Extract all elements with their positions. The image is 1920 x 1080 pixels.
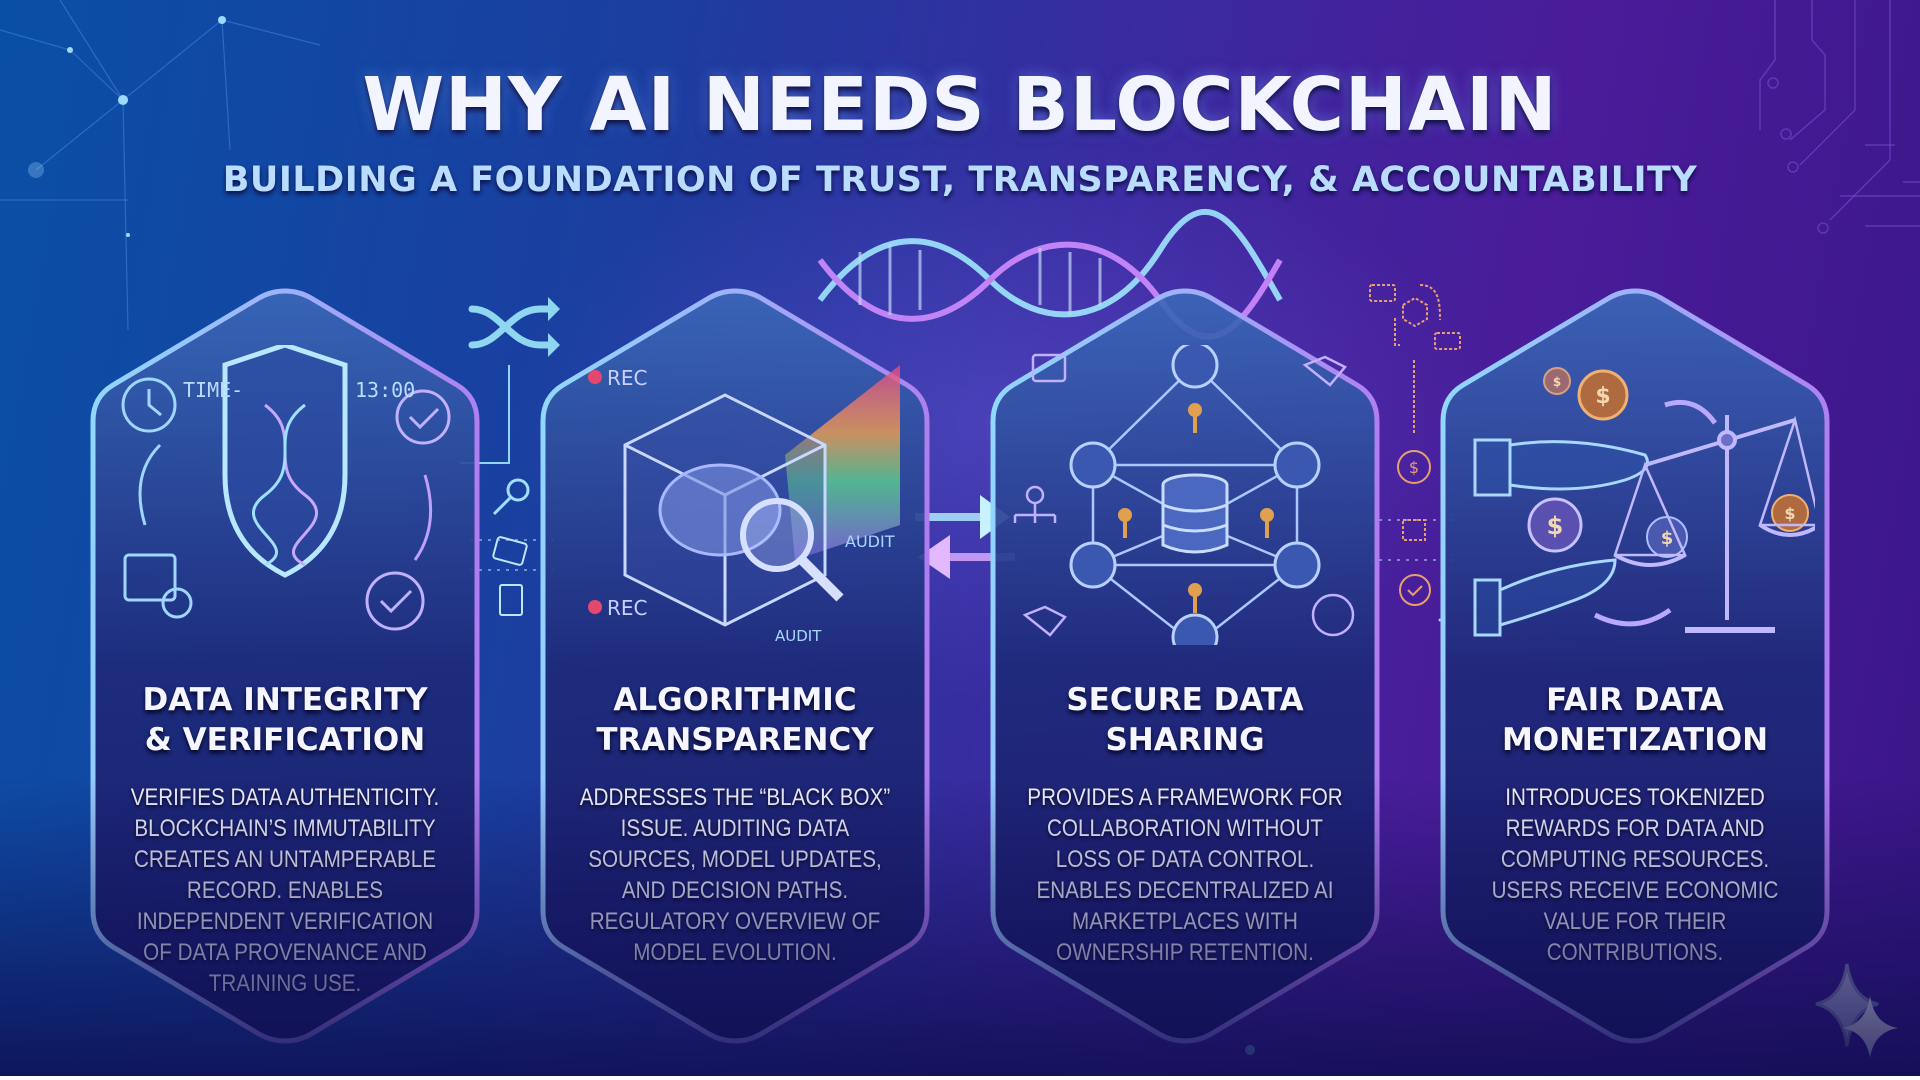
database-network-icon — [1161, 473, 1229, 554]
svg-text:AUDIT: AUDIT — [775, 627, 822, 645]
card-description: PROVIDES A FRAMEWORK FOR COLLABORATION W… — [1027, 784, 1343, 966]
svg-text:REC: REC — [607, 366, 648, 390]
handshake-icon — [1022, 605, 1067, 637]
page-subtitle: BUILDING A FOUNDATION OF TRUST, TRANSPAR… — [222, 160, 1698, 200]
brain-cube-illustration: REC REC AUDIT AUDIT — [588, 365, 900, 645]
svg-text:AUDIT: AUDIT — [845, 532, 895, 551]
card-data-integrity: TIME- 13:00 DATA INTEGRITY& VERIFICATION… — [85, 285, 485, 1047]
svg-text:TIME-: TIME- — [183, 378, 243, 402]
svg-text:$: $ — [1661, 528, 1674, 549]
svg-text:13:00: 13:00 — [355, 378, 415, 402]
card-frame — [90, 288, 480, 1044]
card-description: INTRODUCES TOKENIZED REWARDS FOR DATA AN… — [1491, 784, 1779, 966]
sparkle-icon — [1815, 963, 1898, 1058]
prism-rainbow-icon — [785, 365, 900, 560]
svg-text:$: $ — [1784, 504, 1795, 523]
svg-text:$: $ — [1547, 512, 1564, 540]
user-node-icon — [1069, 345, 1321, 645]
lock-icon — [1031, 353, 1067, 383]
record-icon — [588, 370, 602, 614]
card-frame — [1440, 288, 1830, 1044]
svg-text:REC: REC — [607, 596, 648, 620]
card-description: ADDRESSES THE “BLACK BOX” ISSUE. AUDITIN… — [579, 784, 891, 966]
dollar-coin-icon — [1527, 367, 1809, 558]
svg-text:$: $ — [1595, 384, 1610, 409]
card-title: DATA INTEGRITY& VERIFICATION — [142, 682, 428, 758]
page-title: WHY AI NEEDS BLOCKCHAIN — [362, 62, 1558, 148]
key-icon — [1118, 403, 1274, 613]
svg-text:$: $ — [1553, 375, 1561, 389]
handshake-icon — [1302, 355, 1347, 387]
balance-scale-illustration: $ $ $ $ $ — [1473, 367, 1815, 637]
database-network-illustration — [1013, 345, 1355, 645]
exchange-arrow-icon — [1593, 399, 1718, 627]
card-description: VERIFIES DATA AUTHENTICITY. BLOCKCHAIN’S… — [130, 784, 440, 997]
magnifier-icon — [740, 498, 844, 602]
clock-icon — [121, 377, 177, 433]
giving-hand-icon — [1473, 438, 1649, 637]
balance-scale-icon — [1613, 415, 1815, 633]
dna-shield-illustration: TIME- 13:00 — [121, 345, 451, 631]
check-circle-icon — [395, 389, 451, 445]
calendar-clock-icon — [123, 553, 177, 602]
lock-icon — [1311, 593, 1355, 637]
check-circle-icon — [365, 571, 425, 631]
cycle-arrows-icon — [138, 443, 162, 526]
org-chart-icon — [1025, 485, 1045, 505]
